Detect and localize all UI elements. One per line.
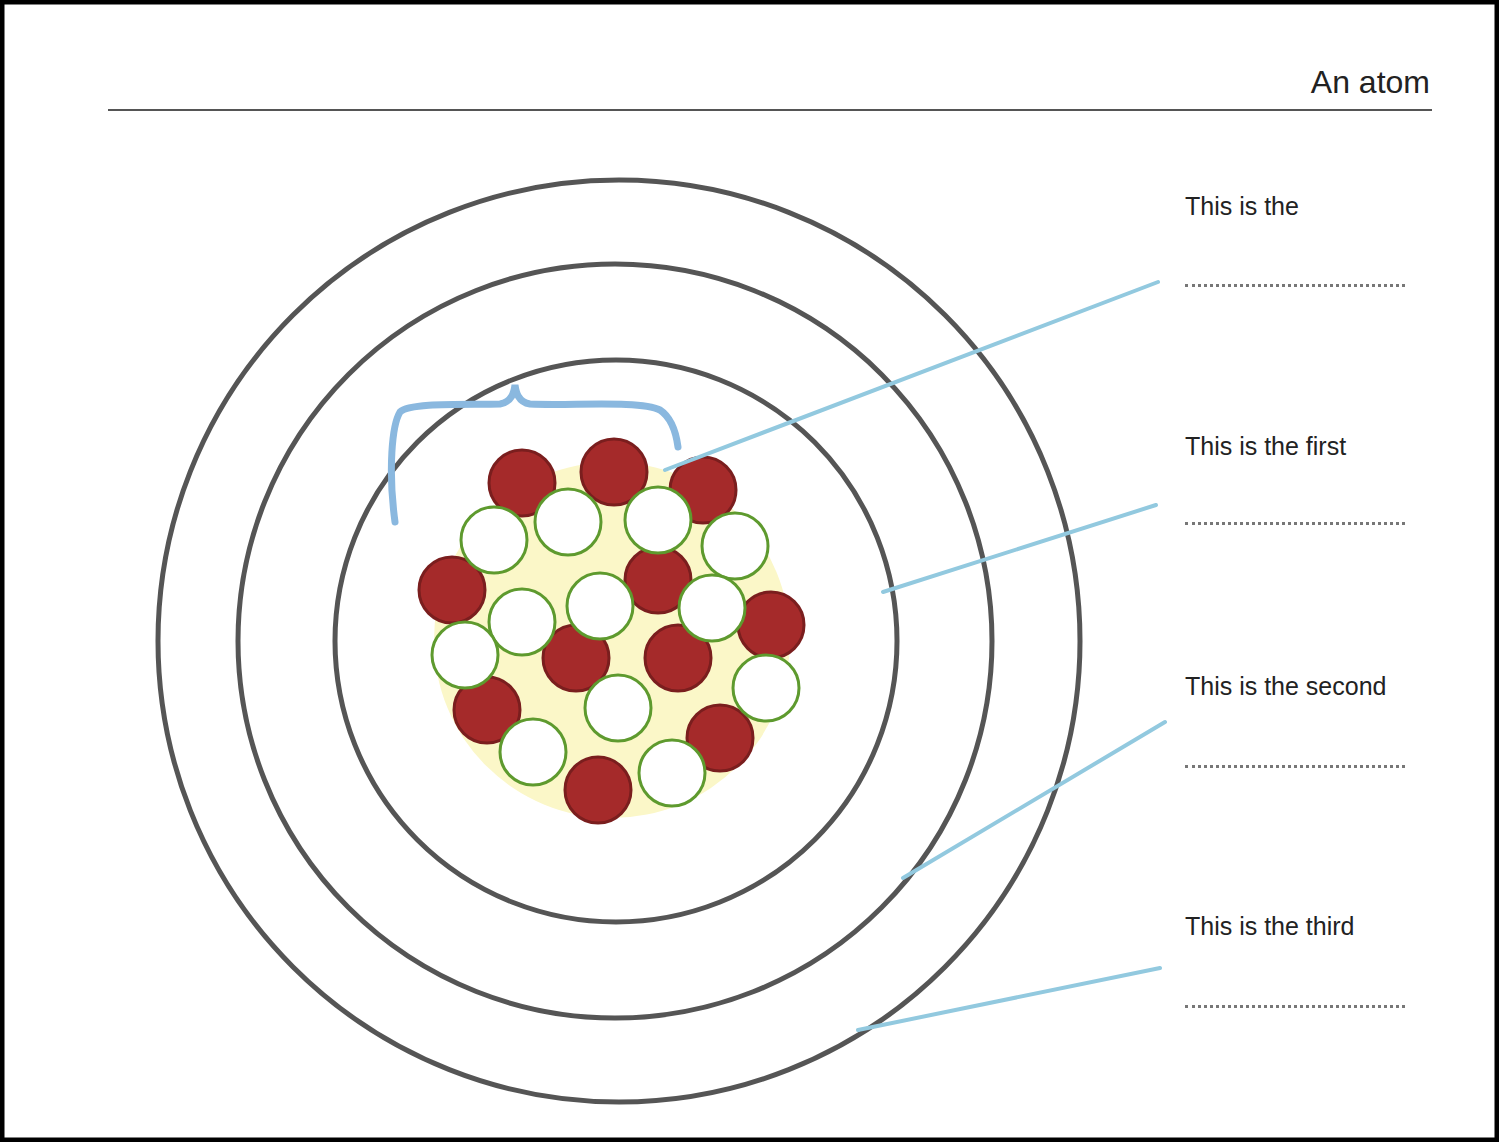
label-text: This is the <box>1185 192 1299 221</box>
label-text: This is the second <box>1185 672 1387 701</box>
proton <box>565 757 631 823</box>
neutron <box>639 740 705 806</box>
leader-line <box>858 968 1160 1030</box>
neutron <box>625 487 691 553</box>
neutron <box>679 575 745 641</box>
answer-blank <box>1185 765 1405 768</box>
proton <box>738 592 804 658</box>
neutron <box>461 507 527 573</box>
neutron <box>702 513 768 579</box>
answer-blank <box>1185 1005 1405 1008</box>
page-title: An atom <box>1311 64 1430 101</box>
leader-line <box>883 505 1156 592</box>
third-shell <box>158 180 1080 1102</box>
leader-line <box>903 722 1165 878</box>
first-shell <box>335 360 897 922</box>
nucleons <box>419 439 804 823</box>
neutron <box>432 622 498 688</box>
neutron <box>500 719 566 785</box>
neutron <box>733 655 799 721</box>
label-text: This is the first <box>1185 432 1346 461</box>
label-text: This is the third <box>1185 912 1355 941</box>
neutron <box>567 573 633 639</box>
leader-lines <box>665 282 1165 1030</box>
neutron <box>489 589 555 655</box>
neutron <box>535 489 601 555</box>
title-rule <box>108 109 1432 111</box>
answer-blank <box>1185 522 1405 525</box>
second-shell <box>238 264 992 1018</box>
leader-line <box>665 282 1158 470</box>
answer-blank <box>1185 284 1405 287</box>
neutron <box>585 675 651 741</box>
nucleus-bracket <box>391 385 678 522</box>
